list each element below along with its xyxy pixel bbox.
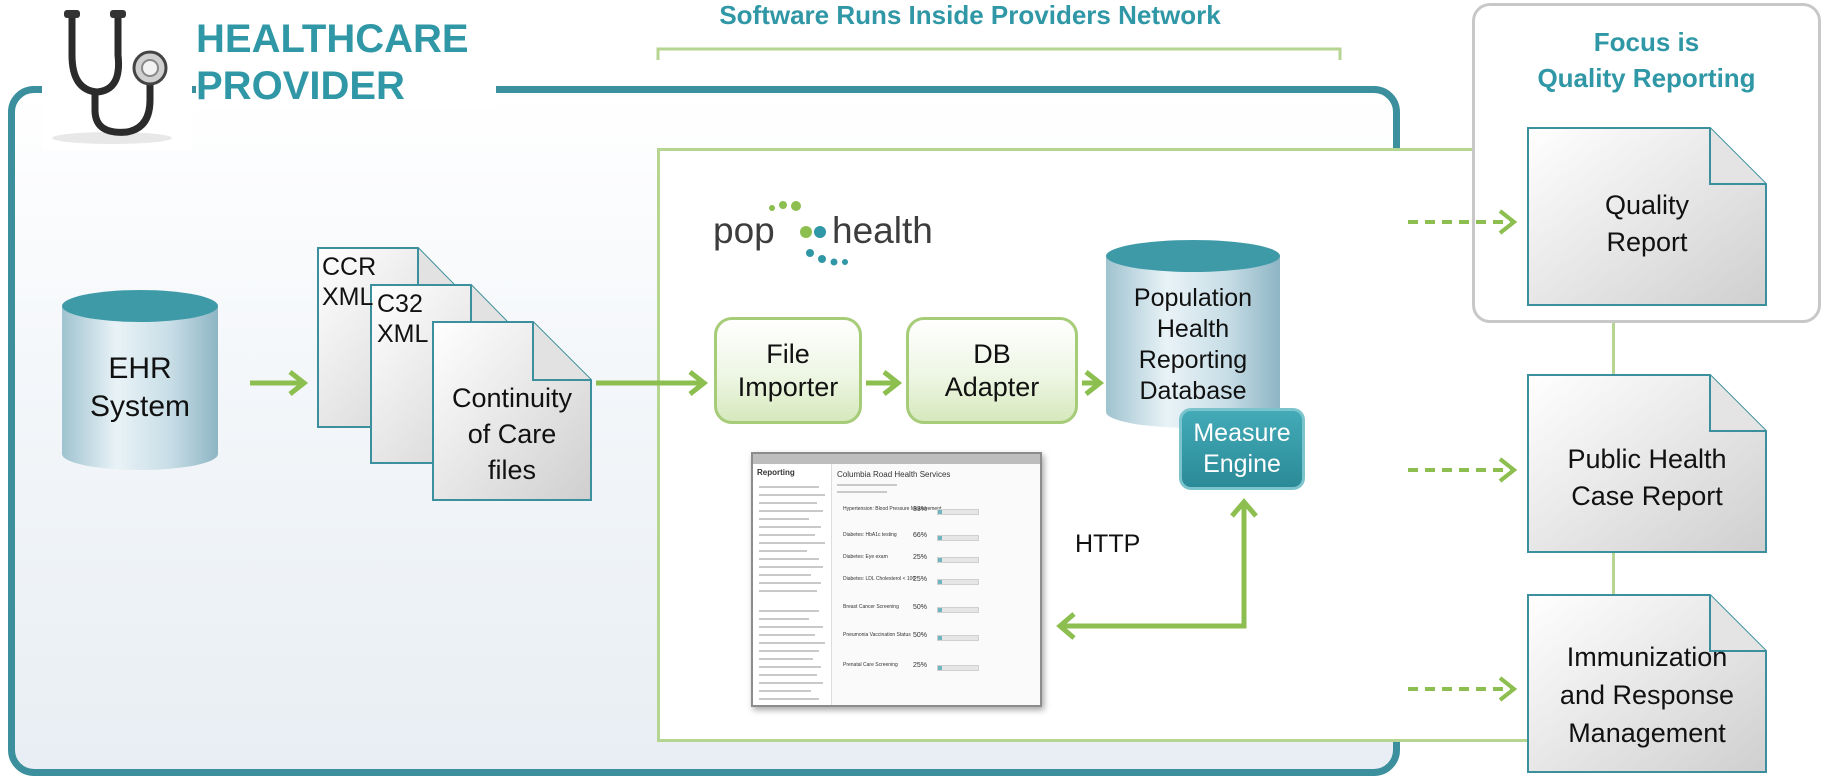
arrow-right-icon	[866, 370, 903, 396]
db-adapter-line2: Adapter	[944, 371, 1040, 402]
arrow-right-icon	[1082, 370, 1105, 396]
dashed-arrow-icon	[1408, 209, 1518, 235]
quality-report-line2: Report	[1606, 227, 1688, 257]
ccd-line3: files	[487, 455, 536, 485]
file-importer-line1: File	[766, 339, 810, 370]
ccd-line1: Continuity	[451, 383, 573, 413]
http-label: HTTP	[1075, 530, 1141, 558]
c32-line2: XML	[377, 320, 429, 348]
quality-report-document-icon	[1527, 127, 1767, 306]
screenshot-row-label: Pneumonia Vaccination Status	[843, 632, 911, 638]
screenshot-row-label: Breast Cancer Screening	[843, 604, 899, 610]
screenshot-row-pct: 50%	[913, 632, 928, 639]
quality-report-line1: Quality	[1604, 190, 1690, 220]
pophealth-logo-right: health	[832, 210, 933, 251]
provider-title-line1: HEALTHCARE	[196, 17, 469, 61]
screenshot-row-pct: 25%	[913, 554, 928, 561]
network-bracket	[656, 47, 1342, 60]
screenshot-sidebar: Reporting	[753, 464, 832, 705]
network-label: Software Runs Inside Providers Network	[719, 0, 1221, 30]
file-importer-line2: Importer	[737, 371, 839, 402]
provider-title-line2: PROVIDER	[196, 64, 405, 108]
screenshot-row-pct: 25%	[913, 576, 928, 583]
http-connector-icon	[1056, 498, 1258, 640]
database-line1: Population	[1133, 284, 1253, 312]
measure-engine-line1: Measure	[1193, 418, 1291, 447]
immunization-label: Immunization and Response Management	[1528, 638, 1766, 752]
screenshot-row-label: Prenatal Care Screening	[843, 662, 898, 668]
screenshot-row-label: Diabetes: HbA1c testing	[843, 532, 897, 538]
db-adapter-line1: DB	[973, 339, 1011, 370]
focus-line1: Focus is	[1593, 27, 1700, 57]
ccd-document-icon	[432, 321, 592, 501]
screenshot-row-label: Diabetes: Eye exam	[843, 554, 888, 560]
ehr-line1: EHR	[108, 352, 172, 385]
dashed-arrow-icon	[1408, 457, 1518, 483]
screenshot-main-title: Columbia Road Health Services	[837, 470, 951, 479]
ehr-label: EHR System	[62, 350, 218, 426]
database-line3: Reporting	[1138, 346, 1248, 374]
database-cylinder-icon	[1106, 240, 1280, 428]
arrow-right-icon	[596, 370, 709, 396]
screenshot-row-pct: 25%	[913, 662, 928, 669]
database-line4: Database	[1139, 377, 1247, 405]
screenshot-row-pct: 66%	[913, 532, 928, 539]
ehr-cylinder-icon	[62, 290, 218, 470]
screenshot-row-pct: 33%	[913, 506, 928, 513]
screenshot-row-label: Hypertension: Blood Pressure Measurement	[843, 506, 942, 512]
measure-engine-box: Measure Engine	[1179, 408, 1305, 490]
pophealth-logo-left: pop	[713, 210, 775, 251]
arrow-right-icon	[250, 370, 309, 396]
pophealth-screenshot: Reporting Columbia Road Health Services …	[751, 452, 1042, 707]
ccd-line2: of Care	[467, 419, 557, 449]
dashed-arrow-icon	[1408, 676, 1518, 702]
screenshot-titlebar	[753, 454, 1040, 464]
ccr-line2: XML	[322, 283, 374, 311]
immunization-line3: Management	[1568, 718, 1726, 748]
ccr-line1: CCR	[322, 253, 377, 281]
public-health-line1: Public Health	[1567, 444, 1727, 474]
measure-engine-line2: Engine	[1203, 450, 1281, 478]
focus-label: Focus is Quality Reporting	[1472, 24, 1821, 96]
focus-line2: Quality Reporting	[1537, 63, 1756, 93]
c32-label: C32 XML	[377, 289, 428, 349]
public-health-line2: Case Report	[1571, 481, 1723, 511]
c32-line1: C32	[377, 290, 423, 318]
screenshot-row-pct: 50%	[913, 604, 928, 611]
screenshot-row-label: Diabetes: LDL Cholesterol < 100	[843, 576, 916, 582]
db-adapter-box: DB Adapter	[906, 317, 1078, 424]
provider-title: HEALTHCARE PROVIDER	[196, 16, 496, 110]
immunization-document-icon	[1527, 594, 1767, 773]
screenshot-sidebar-title: Reporting	[757, 468, 795, 477]
immunization-line2: and Response	[1559, 680, 1735, 710]
quality-report-label: Quality Report	[1528, 187, 1766, 261]
database-label: Population Health Reporting Database	[1106, 283, 1280, 407]
stethoscope-icon	[42, 0, 192, 150]
ccd-label: Continuity of Care files	[433, 380, 591, 488]
public-health-label: Public Health Case Report	[1528, 441, 1766, 515]
database-line2: Health	[1156, 315, 1230, 343]
ccr-label: CCR XML	[322, 252, 376, 312]
pophealth-logo-dots-icon	[769, 201, 848, 266]
file-importer-box: File Importer	[714, 317, 862, 424]
ehr-line2: System	[89, 390, 191, 423]
public-health-document-icon	[1527, 374, 1767, 553]
immunization-line1: Immunization	[1566, 642, 1728, 672]
